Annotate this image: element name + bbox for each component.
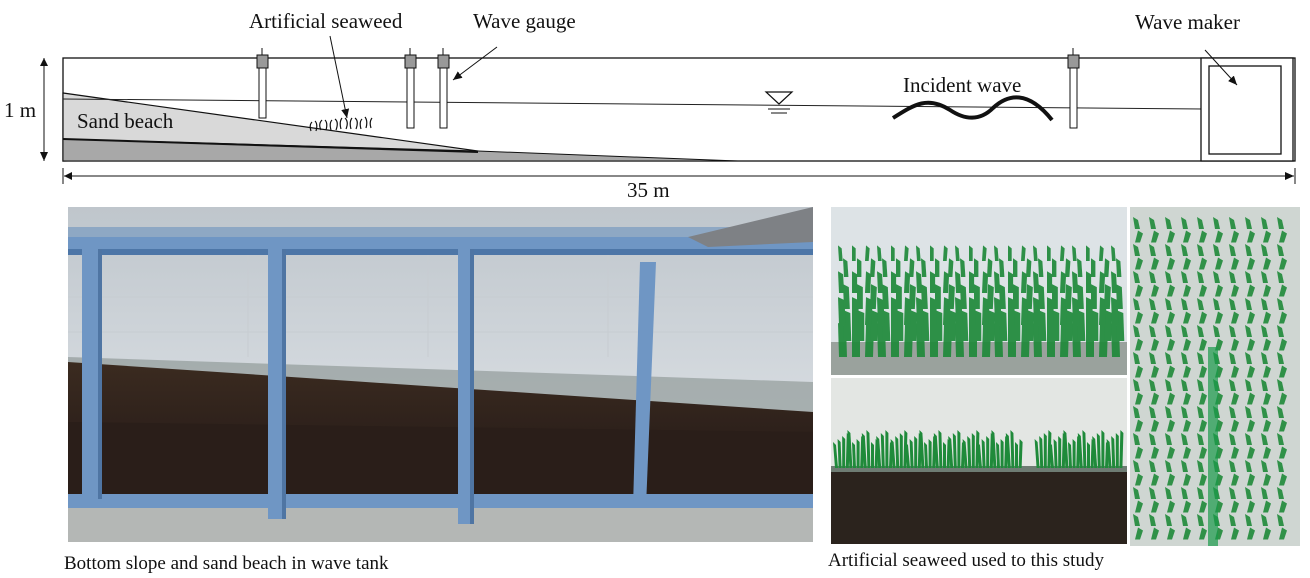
label-length: 35 m	[627, 178, 670, 200]
label-sand-beach: Sand beach	[77, 109, 174, 133]
water-level-symbol	[764, 91, 794, 114]
seaweed-photo-bottom-left	[831, 378, 1127, 544]
water-line	[62, 98, 1204, 110]
wave-gauge-2	[404, 48, 417, 129]
label-wave-maker: Wave maker	[1135, 10, 1240, 34]
wave-gauge-4	[1067, 48, 1080, 129]
seaweed-pointer-arrow	[329, 35, 350, 119]
wave-gauge-1	[256, 48, 269, 119]
label-artificial-seaweed: Artificial seaweed	[249, 9, 403, 33]
label-incident-wave: Incident wave	[903, 73, 1021, 97]
tank-photo-caption: Bottom slope and sand beach in wave tank	[64, 553, 389, 574]
length-dimension	[62, 168, 1296, 184]
wave-maker	[1200, 57, 1294, 162]
seaweed-photo-right	[1130, 207, 1300, 546]
wave-tank-photo	[68, 207, 813, 542]
wave-gauge-3	[437, 48, 450, 129]
label-wave-gauge: Wave gauge	[473, 9, 576, 33]
wave-tank-diagram: Artificial seaweed Wave gauge Wave maker…	[4, 9, 1296, 200]
wave-gauge-pointer-arrow	[452, 46, 498, 81]
seaweed-photo-top-left	[831, 207, 1127, 375]
seaweed-photo-caption: Artificial seaweed used to this study	[828, 550, 1104, 571]
label-height: 1 m	[4, 98, 36, 122]
wave-maker-pointer-arrow	[1204, 49, 1238, 86]
slope-line	[62, 138, 479, 153]
artificial-seaweed-tufts	[309, 116, 373, 132]
incident-wave	[891, 95, 1054, 122]
